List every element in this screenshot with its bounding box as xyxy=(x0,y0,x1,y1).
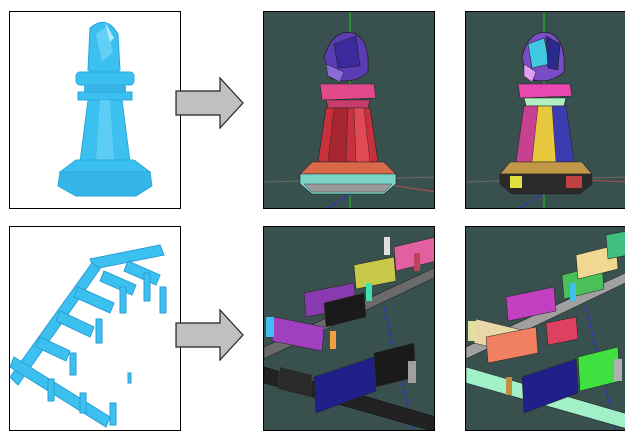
building-segmentation-image-2 xyxy=(466,231,625,430)
bishop-segmentation-panel-1 xyxy=(263,11,435,209)
bishop-input-panel xyxy=(9,11,181,209)
building-segmentation-image-1 xyxy=(264,237,434,430)
building-segmentation-panel-2 xyxy=(465,226,625,431)
building-segmentation-panel-1 xyxy=(263,226,435,431)
building-input-panel xyxy=(9,226,181,431)
building-input-image xyxy=(10,244,167,428)
bishop-segmentation-image-1 xyxy=(264,12,434,208)
bishop-segmentation-panel-2 xyxy=(465,11,625,209)
bishop-arrow xyxy=(174,76,246,130)
bishop-segmentation-image-2 xyxy=(466,12,625,208)
bishop-input-image xyxy=(57,21,153,197)
building-arrow xyxy=(174,308,246,362)
